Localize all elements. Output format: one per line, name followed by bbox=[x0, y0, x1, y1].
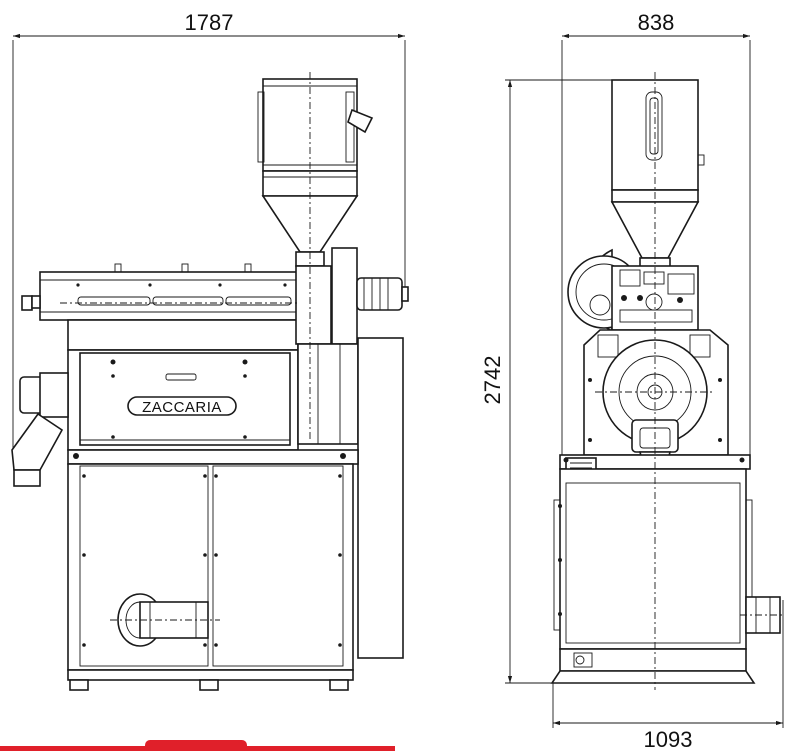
brand-logo-plate bbox=[127, 396, 237, 416]
front-view: ZACCARIA bbox=[11, 72, 409, 691]
dimension-side-depth: 838 bbox=[561, 10, 751, 460]
side-hopper bbox=[610, 79, 705, 269]
brand-logo-text: ZACCARIA bbox=[142, 399, 222, 416]
front-hopper bbox=[257, 78, 374, 267]
dimension-front-width: 1787 bbox=[12, 10, 406, 460]
front-upper-unit bbox=[21, 263, 299, 351]
side-view bbox=[550, 72, 785, 690]
side-lower-cabinet bbox=[550, 454, 781, 684]
front-mid-body: ZACCARIA bbox=[11, 337, 404, 659]
dimension-base-width: 1093 bbox=[552, 600, 784, 751]
dimension-height: 2742 bbox=[480, 79, 612, 684]
side-main-body bbox=[583, 329, 729, 477]
dimension-height-label: 2742 bbox=[480, 356, 505, 405]
front-lower-cabinet bbox=[67, 449, 359, 691]
bottom-accent-bar bbox=[0, 740, 395, 751]
side-control-housing bbox=[567, 248, 699, 331]
front-motor bbox=[295, 247, 409, 345]
dimension-front-width-label: 1787 bbox=[185, 10, 234, 35]
dimension-side-depth-label: 838 bbox=[638, 10, 675, 35]
dimension-base-width-label: 1093 bbox=[644, 727, 693, 751]
